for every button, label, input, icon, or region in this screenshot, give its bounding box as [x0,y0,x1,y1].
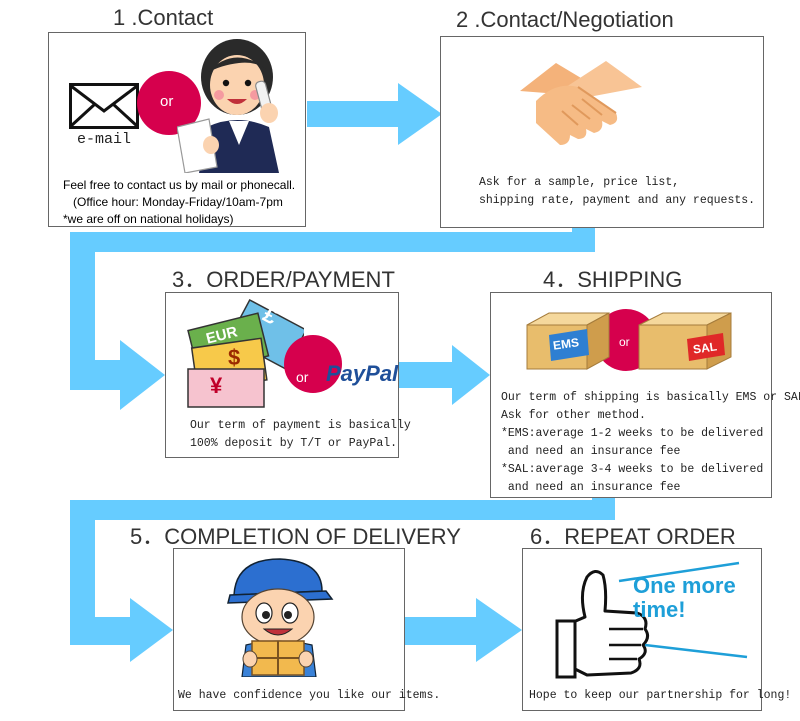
step-4-line-6: and need an insurance fee [501,481,681,494]
step-5-title: 5．COMPLETION OF DELIVERY [130,524,461,549]
step-4-box: EMS or SAL Our term of shipping is basic… [490,292,800,498]
thumbs-up-icon [555,570,650,679]
step-1-line-3: *we are off on national holidays) [63,212,234,226]
step-4-line-2: Ask for other method. [501,409,646,422]
step-2-title: 2 .Contact/Negotiation [456,7,674,32]
step-3-line-2: 100% deposit by T/T or PayPal. [190,437,398,450]
step-4-line-3: *EMS:average 1-2 weeks to be delivered [501,427,764,440]
speech-lines-icon [618,561,748,659]
step-5-box: We have confidence you like our items. [173,548,440,711]
arrow-1-to-2 [307,83,442,145]
or-label: or [296,369,309,385]
step-1-line-2: (Office hour: Monday-Friday/10am-7pm [73,195,283,209]
step-3-box: £ EUR $ ¥ or PayPal Our term of payment … [165,292,411,458]
or-circle [284,335,342,393]
envelope-icon [69,83,139,129]
step-2-line-1: Ask for a sample, price list, [479,176,680,189]
or-label: or [160,93,174,110]
arrow-5-to-6 [405,598,522,662]
yen-sign-label: ¥ [210,373,223,398]
email-label: e-mail [77,131,132,148]
bubble-line-2: time! [633,597,686,622]
ems-package-icon [526,312,610,370]
step-6-title: 6．REPEAT ORDER [530,524,736,549]
step-3-title: 3．ORDER/PAYMENT [172,267,395,292]
arrow-3-to-4 [398,345,490,405]
or-label: or [619,335,630,349]
currency-notes-icon [187,298,304,408]
step-1-title: 1 .Contact [113,5,214,30]
sal-package-icon [638,312,732,370]
paypal-logo: PayPal [326,361,399,386]
step-3-line-1: Our term of payment is basically [190,419,411,432]
step-1-line-1: Feel free to contact us by mail or phone… [63,178,296,192]
step-6-line-1: Hope to keep our partnership for long! [529,689,792,702]
operator-woman-icon [177,39,279,173]
delivery-boy-icon [227,558,334,677]
step-4-line-5: *SAL:average 3-4 weeks to be delivered [501,463,764,476]
step-5-line-1: We have confidence you like our items. [178,689,441,702]
step-1-box: e-mail or Feel free to contact us by mai… [48,32,306,227]
step-2-line-2: shipping rate, payment and any requests. [479,194,756,207]
step-4-title: 4．SHIPPING [543,267,683,292]
dollar-sign-label: $ [228,345,241,370]
step-4-line-4: and need an insurance fee [501,445,681,458]
arrow-2-to-3 [70,228,595,410]
bubble-line-1: One more [633,573,736,598]
step-4-line-1: Our term of shipping is basically EMS or… [501,391,800,404]
handshake-icon [520,61,642,145]
arrow-4-to-5 [70,497,615,662]
step-6-box: One more time! Hope to keep our partners… [522,548,791,711]
step-2-box: Ask for a sample, price list, shipping r… [440,36,764,228]
